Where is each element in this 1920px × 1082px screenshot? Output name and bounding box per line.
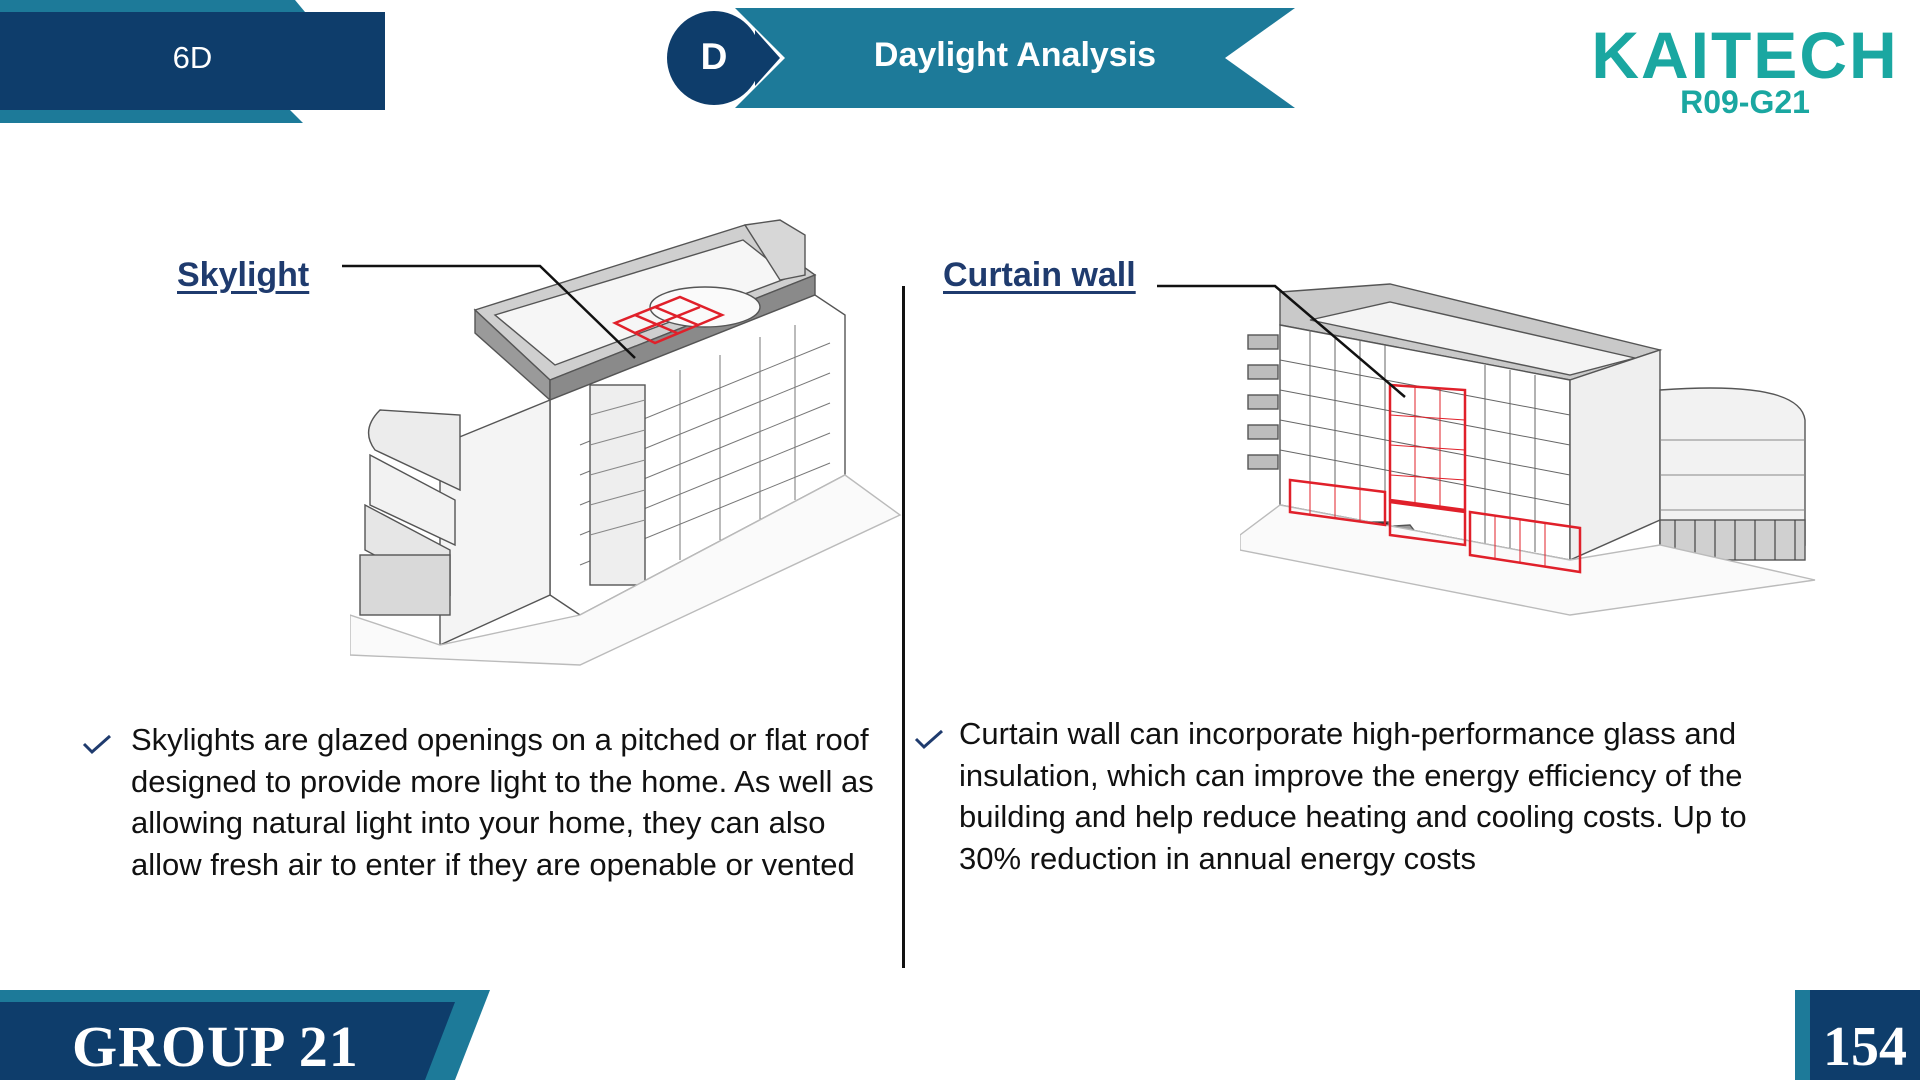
- skylight-heading: Skylight: [177, 256, 310, 294]
- check-icon: [82, 734, 111, 755]
- skylight-building-illustration: [350, 219, 902, 666]
- curtain-wall-line: building and help reduce heating and coo…: [959, 799, 1747, 834]
- page-number: 154: [1823, 1016, 1907, 1078]
- curtain-wall-line: 30% reduction in annual energy costs: [959, 840, 1476, 876]
- curtain-wall-line: Curtain wall can incorporate high-perfor…: [959, 716, 1737, 751]
- check-icon: [914, 729, 943, 750]
- curtain-wall-building-illustration: [1240, 283, 1816, 616]
- skylight-line: designed to provide more light to the ho…: [131, 763, 874, 799]
- logo-brand: KAITECH: [1591, 18, 1899, 92]
- section-label: 6D: [172, 40, 213, 75]
- vertical-divider: [902, 286, 905, 968]
- skylight-description: Skylights are glazed openings on a pitch…: [131, 719, 911, 885]
- skylight-line: allowing natural light into your home, t…: [131, 805, 826, 840]
- skylight-line: allow fresh air to enter if they are ope…: [131, 846, 855, 882]
- skylight-leader-line: [342, 264, 636, 359]
- curtain-wall-leader-line: [1157, 284, 1406, 398]
- section-badge: D: [700, 36, 728, 77]
- page-title: Daylight Analysis: [873, 36, 1157, 74]
- header-title-banner: [667, 8, 1295, 108]
- curtain-wall-description: Curtain wall can incorporate high-perfor…: [959, 713, 1879, 879]
- kaitech-logo: KAITECH R09-G21: [1590, 22, 1900, 122]
- skylight-line: Skylights are glazed openings on a pitch…: [131, 722, 869, 757]
- footer-page-box-inner: [1810, 990, 1920, 1080]
- header-left-banner: [0, 0, 385, 123]
- logo-code: R09-G21: [1680, 84, 1810, 120]
- curtain-wall-line: insulation, which can improve the energy…: [959, 757, 1743, 793]
- curtain-wall-heading: Curtain wall: [943, 256, 1136, 294]
- footer-group-banner: [0, 990, 490, 1080]
- group-label: GROUP 21: [72, 1014, 359, 1079]
